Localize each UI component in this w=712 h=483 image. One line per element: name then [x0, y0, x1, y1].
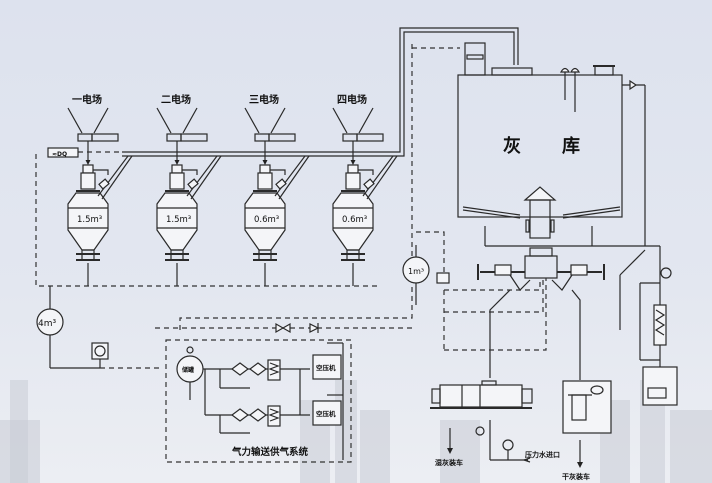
compressor-1-label: 空压机 [316, 363, 336, 372]
vessel-volume-2: 1.5m³ [166, 215, 191, 225]
hopper-flange [254, 133, 270, 142]
vessel-volume-3: 0.6m³ [254, 215, 279, 225]
hopper-flange [342, 133, 358, 142]
air-supply-system-title: 气力输送供气系统 [231, 446, 309, 458]
hopper-flange [77, 133, 93, 142]
conveying-pipeline [122, 27, 519, 157]
field-unit-4: 四电场 0.6m³ [332, 93, 398, 286]
ash-silo [457, 42, 623, 239]
field-label-3: 三电场 [249, 93, 279, 106]
dry-ash-loading-label: 干灰装车 [562, 472, 590, 481]
supply-bypass-line [155, 322, 412, 334]
field-label-2: 二电场 [161, 93, 191, 106]
field-label-1: 一电场 [72, 93, 102, 106]
aeration-valve-ladder [443, 278, 547, 351]
field-unit-3: 三电场 0.6m³ [244, 93, 310, 286]
air-supply-system [176, 342, 344, 460]
air-receiver-small [402, 231, 450, 305]
vessel-volume-4: 0.6m³ [342, 215, 367, 225]
silo-label-2: 库 [562, 135, 580, 157]
silo-label-1: 灰 [503, 135, 521, 157]
field-unit-2: 二电场 1.5m³ [156, 93, 222, 286]
dry-ash-loader [562, 370, 612, 468]
vessel-volume-1: 1.5m³ [77, 215, 102, 225]
field-unit-1: 一电场 1.5m³ [67, 93, 133, 286]
pressure-water-inlet-label: 压力水进口 [525, 450, 560, 459]
hopper-flange [166, 133, 182, 142]
level-controller [47, 147, 79, 158]
discharge-valves [477, 247, 605, 370]
field-label-4: 四电场 [337, 93, 367, 106]
wet-ash-mixer [430, 370, 533, 463]
air-receiver-main [36, 286, 160, 369]
air-supply-system-boundary [165, 339, 352, 463]
background-skyline [0, 380, 712, 483]
wet-ash-loading-label: 湿灰装车 [435, 458, 463, 467]
small-receiver-volume: 1m³ [408, 267, 424, 276]
silo-vent-line [484, 79, 661, 330]
aeration-heater-train [639, 267, 678, 406]
main-receiver-volume: 4m³ [38, 319, 56, 329]
storage-tank-label: 储罐 [181, 366, 194, 374]
control-air-line [35, 44, 460, 330]
compressor-2-label: 空压机 [316, 409, 336, 418]
controller-label: ≈DQ [52, 151, 67, 158]
